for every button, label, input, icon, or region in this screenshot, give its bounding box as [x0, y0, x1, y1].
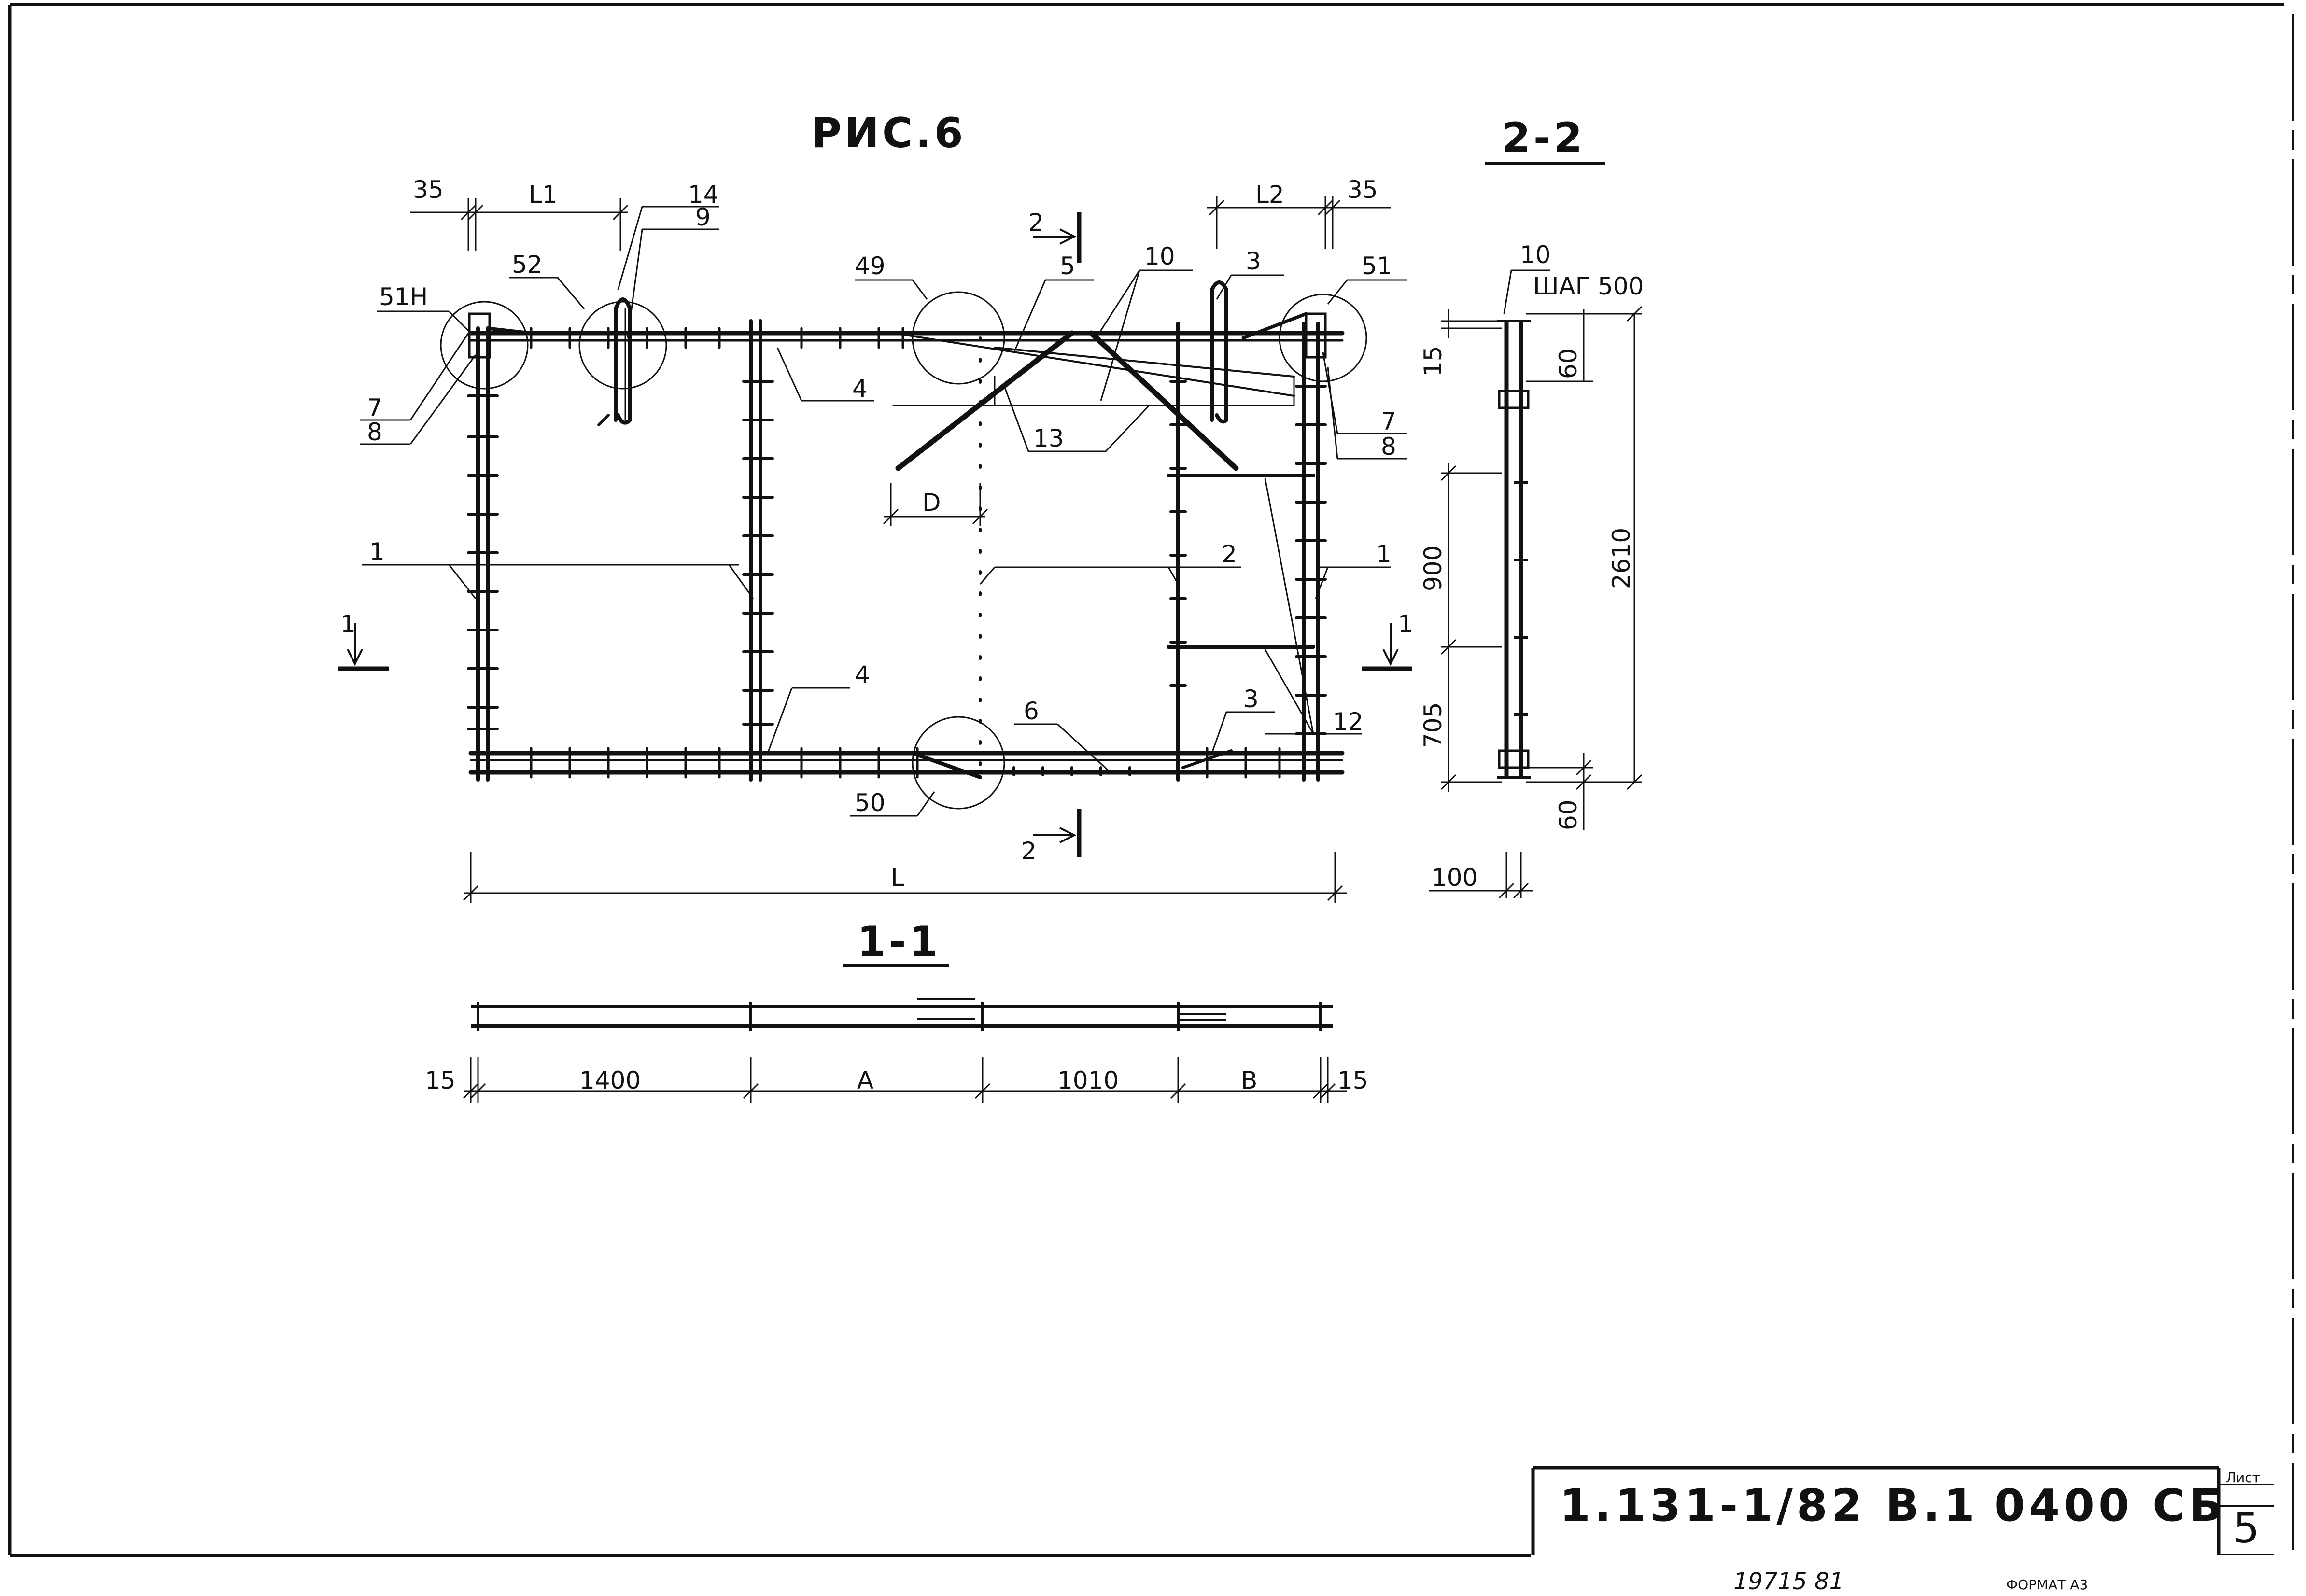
dim-b: B	[1241, 1066, 1257, 1094]
drawing-code: 0400 СБ	[1994, 1480, 2227, 1531]
figure-title: РИС.6	[811, 109, 966, 157]
callout-10: 10	[1144, 242, 1175, 270]
callout-50: 50	[855, 789, 886, 817]
plan-frame	[440, 280, 1367, 810]
title-block	[1531, 1466, 2274, 1555]
callout-49: 49	[855, 252, 886, 280]
dim-l: L	[891, 864, 904, 892]
callout-6: 6	[1024, 697, 1039, 725]
callout-1-left: 1	[369, 538, 385, 566]
section-2-2-title: 2-2	[1502, 114, 1585, 162]
callout-10-section: 10	[1520, 241, 1551, 269]
callout-13: 13	[1033, 424, 1064, 452]
callout-7-right: 7	[1381, 407, 1396, 435]
dim-1400: 1400	[579, 1066, 641, 1094]
section-mark-1-left: 1	[340, 610, 356, 638]
callout-8-right: 8	[1381, 433, 1396, 461]
callout-51: 51	[1362, 252, 1392, 280]
callout-3-top: 3	[1246, 247, 1261, 275]
callout-52: 52	[512, 251, 543, 279]
section-mark-2-bottom: 2	[1021, 837, 1037, 865]
sheet-number: 5	[2233, 1504, 2263, 1553]
dim-2-2-2610: 2610	[1607, 528, 1635, 589]
callout-4-top: 4	[852, 375, 868, 403]
callout-9: 9	[695, 203, 711, 231]
dim-2-2-60-bottom: 60	[1554, 799, 1582, 830]
callout-5: 5	[1060, 252, 1075, 280]
section-mark-2-top: 2	[1028, 209, 1044, 237]
section-1-1-elevation	[463, 998, 1347, 1103]
callout-7-left: 7	[367, 394, 382, 422]
callout-12: 12	[1333, 708, 1364, 736]
callout-1-right: 1	[1376, 540, 1392, 568]
format-label: ФОРМАТ А3	[2006, 1577, 2088, 1593]
section-mark-1-right: 1	[1398, 610, 1413, 638]
handwritten-number: 19715 81	[1733, 1568, 1844, 1595]
dim-1010: 1010	[1057, 1066, 1119, 1094]
dim-15-left: 15	[425, 1066, 456, 1094]
callout-3-bottom: 3	[1243, 685, 1259, 713]
dim-15-right: 15	[1337, 1066, 1368, 1094]
section-2-2-elevation	[1429, 306, 1643, 899]
dim-35-left: 35	[413, 176, 444, 204]
section-1-1-title: 1-1	[857, 918, 941, 966]
callout-51h: 51Н	[379, 283, 428, 311]
drawing-designation: 1.131-1/82 В.1	[1560, 1480, 1979, 1531]
sheet-label: Лист	[2226, 1470, 2260, 1485]
leader-lines	[360, 206, 1550, 817]
dim-35-right: 35	[1347, 176, 1378, 204]
sheet-frame	[8, 3, 2294, 1557]
dim-2-2-100: 100	[1432, 864, 1477, 892]
dim-2-2-705: 705	[1419, 702, 1447, 748]
dim-l2: L2	[1255, 181, 1284, 209]
dim-d: D	[922, 489, 941, 517]
dim-2-2-900: 900	[1419, 546, 1447, 591]
dim-2-2-15: 15	[1419, 346, 1447, 377]
callout-2: 2	[1222, 540, 1237, 568]
dim-2-2-60-top: 60	[1554, 348, 1582, 379]
section-marks	[338, 212, 1412, 857]
callout-4-bottom: 4	[855, 661, 870, 689]
step-label: ШАГ 500	[1533, 272, 1644, 300]
callout-8-left: 8	[367, 418, 382, 446]
dim-a: A	[857, 1066, 873, 1094]
callout-14: 14	[688, 181, 719, 209]
plan-dimension-lines	[410, 196, 1391, 903]
dim-l1: L1	[529, 181, 558, 209]
